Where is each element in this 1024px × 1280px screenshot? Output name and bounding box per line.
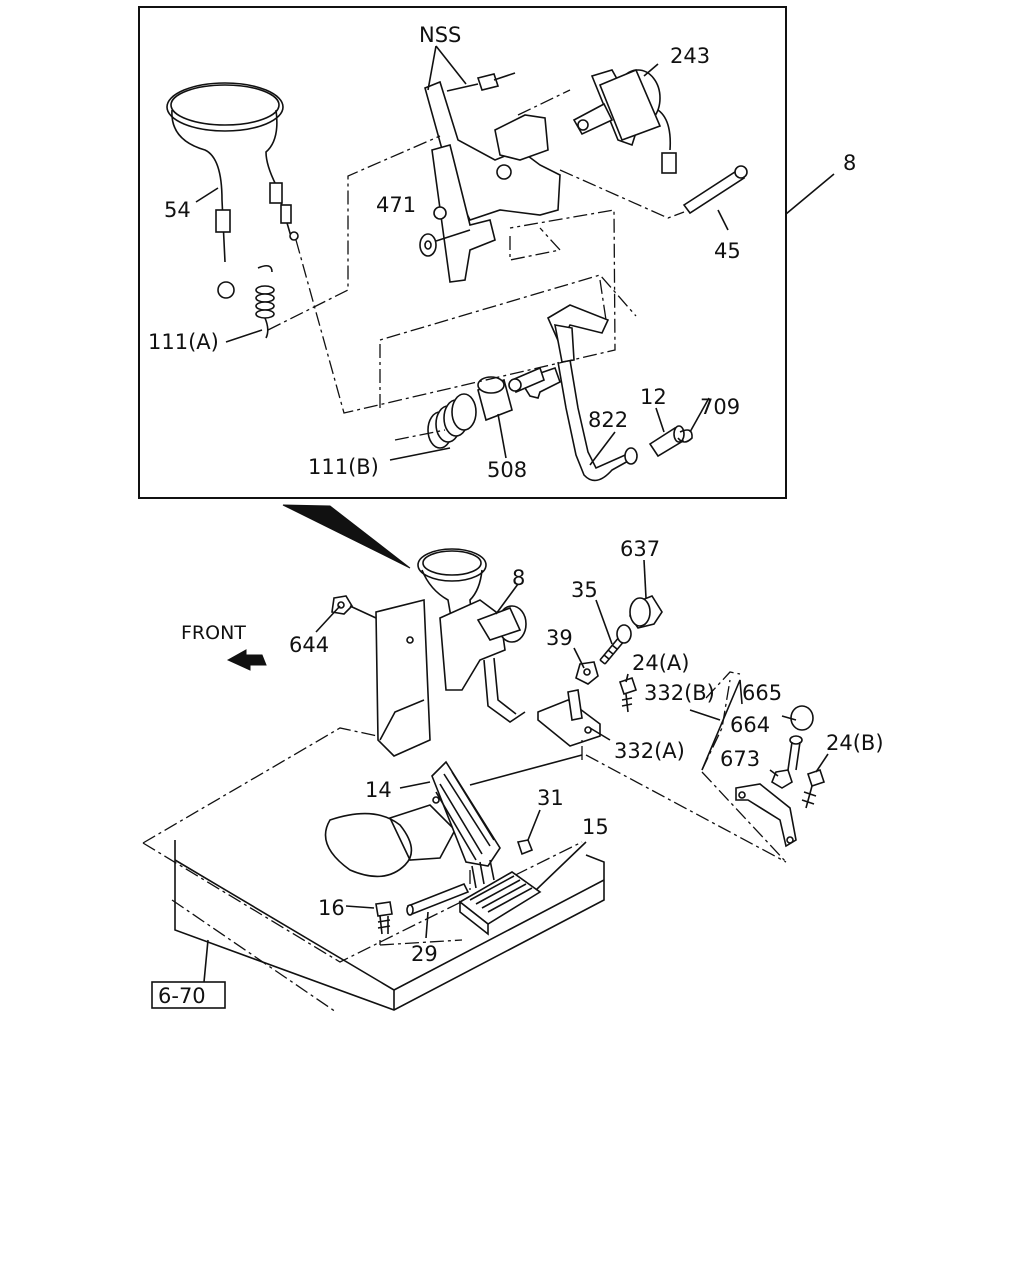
label-35: 35 [571, 578, 598, 602]
stopper-cap-665 [790, 705, 814, 731]
label-111b: 111(B) [308, 455, 379, 479]
shaft-29 [406, 882, 470, 916]
label-709: 709 [700, 395, 740, 419]
label-673: 673 [720, 747, 760, 771]
label-45: 45 [714, 239, 741, 263]
reference-label[interactable]: 6-70 [158, 984, 206, 1008]
stopper-bolt-664 [787, 735, 803, 771]
label-332a: 332(A) [614, 739, 685, 763]
bushing-508 [477, 376, 513, 422]
label-12: 12 [640, 385, 667, 409]
nut-31 [516, 839, 534, 856]
label-14: 14 [365, 778, 392, 802]
label-31: 31 [537, 786, 564, 810]
label-665: 665 [742, 681, 782, 705]
stopper-cap-637 [629, 595, 663, 629]
return-spring-b [427, 393, 477, 449]
main-leader-lines [203, 559, 829, 983]
stopper-bracket-332a [537, 689, 601, 747]
label-29: 29 [411, 942, 438, 966]
bolt-16 [375, 901, 393, 935]
label-644: 644 [289, 633, 329, 657]
label-664: 664 [730, 713, 770, 737]
floor-panel [142, 727, 605, 1013]
label-111a: 111(A) [148, 330, 219, 354]
washer-471 [419, 229, 471, 257]
pedal-arm-14 [431, 760, 501, 867]
nut-673 [771, 769, 793, 789]
label-24a: 24(A) [632, 651, 689, 675]
main-chain-lines [379, 671, 787, 946]
pedal-lever-822 [518, 304, 638, 482]
dash-bracket [375, 598, 431, 757]
pedal-bracket [424, 72, 561, 283]
label-54: 54 [164, 198, 191, 222]
label-16: 16 [318, 896, 345, 920]
clip-709 [677, 429, 693, 443]
label-8-inset: 8 [843, 151, 856, 175]
stopper-bracket-332b [735, 783, 797, 848]
label-822: 822 [588, 408, 628, 432]
label-39: 39 [546, 626, 573, 650]
label-15: 15 [582, 815, 609, 839]
bolt-24b [801, 768, 826, 809]
label-637: 637 [620, 537, 660, 561]
label-508: 508 [487, 458, 527, 482]
roller-12 [648, 425, 685, 458]
label-24b: 24(B) [826, 731, 884, 755]
inset-leader-lines [195, 45, 835, 466]
label-471: 471 [376, 193, 416, 217]
label-front: FRONT [181, 622, 246, 644]
return-spring-a [255, 264, 275, 339]
label-nss: NSS [419, 23, 461, 47]
label-243: 243 [670, 44, 710, 68]
pedal-assembly-8 [417, 548, 527, 723]
accelerator-cable [166, 82, 299, 299]
nut-39 [575, 661, 599, 685]
label-332b: 332(B) [644, 681, 715, 705]
bolt-24a [618, 676, 638, 713]
idle-switch-243 [572, 68, 677, 174]
stopper-bolt-35 [599, 624, 632, 665]
pedal-base-15 [458, 859, 542, 936]
label-8: 8 [512, 566, 525, 590]
front-arrow-icon [226, 649, 267, 671]
detail-inset-frame [138, 6, 787, 499]
reference-box [151, 981, 226, 1009]
inset-pointer [282, 504, 411, 569]
pin-45 [682, 165, 748, 215]
inset-chain-lines [267, 89, 685, 441]
